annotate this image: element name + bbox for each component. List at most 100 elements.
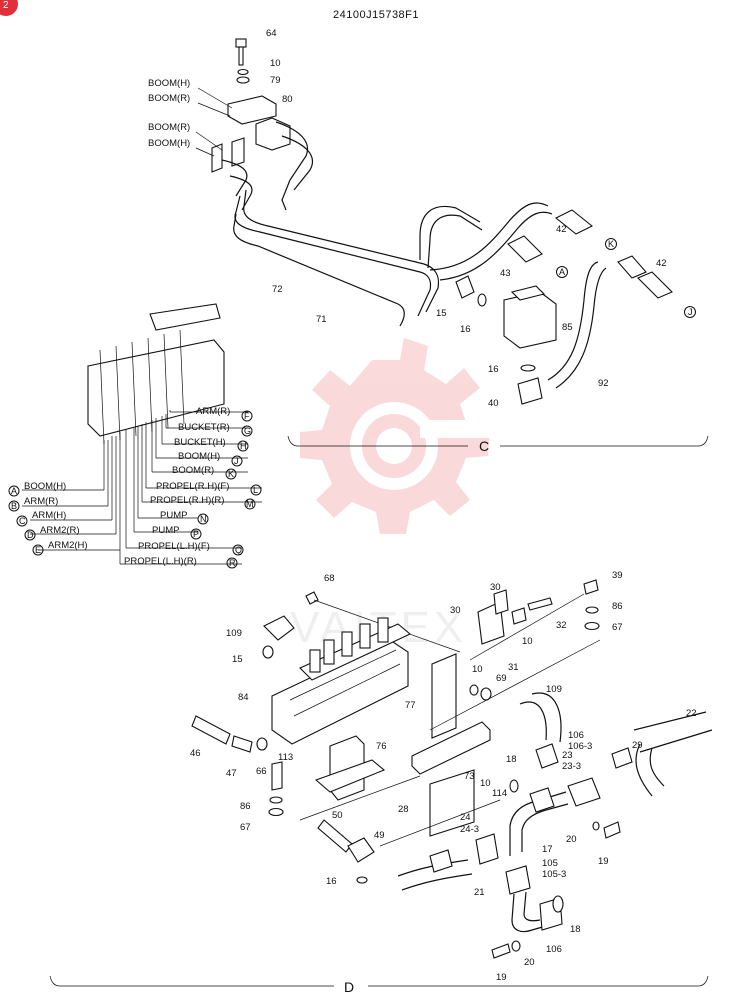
part-label: 71 (316, 314, 327, 325)
part-label: 18 (570, 924, 581, 935)
part-label: 86 (612, 601, 623, 612)
fitting-43 (507, 235, 543, 263)
part-label: 19 (598, 856, 609, 867)
part-label: 67 (240, 822, 251, 833)
port-letter: N (200, 514, 207, 524)
part-label: 92 (598, 378, 609, 389)
part-label: 17 (542, 844, 553, 855)
hose-label: BOOM(H) (148, 138, 190, 149)
part-label: 49 (374, 830, 385, 841)
part-label: 16 (488, 364, 499, 375)
part-label: 30 (450, 605, 461, 616)
part-label: 23 (562, 750, 573, 761)
part-label: 105-3 (542, 869, 566, 880)
part-label: 109 (226, 628, 242, 639)
port-label: BOOM(H) (178, 451, 220, 462)
port-marker-k: K (608, 239, 614, 249)
part-label: 67 (612, 622, 623, 633)
part-label: 10 (270, 58, 281, 69)
part-label: 42 (556, 224, 567, 235)
port-letter: A (11, 486, 17, 496)
section-label-d: D (344, 979, 354, 995)
part-label: 10 (472, 664, 483, 675)
corner-badge: 2 (0, 0, 18, 16)
port-letter: P (193, 529, 199, 539)
part-label: 80 (282, 94, 293, 105)
part-label: 69 (496, 673, 507, 684)
hose-label: BOOM(R) (148, 122, 190, 133)
port-labels-left: A BOOM(H) B ARM(R) C ARM(H) D ARM2(R) E … (8, 481, 88, 556)
port-label: ARM(R) (24, 496, 58, 507)
part-labels-section-c: 64 10 79 80 42 43 15 16 85 42 72 71 16 4… (266, 28, 667, 409)
port-marker-j: J (688, 307, 693, 317)
valve-body-84 (271, 617, 412, 745)
part-label: 72 (272, 284, 283, 295)
port-letter: Q (235, 545, 242, 555)
part-label: 77 (405, 700, 416, 711)
part-label: 15 (436, 308, 447, 319)
part-label: 79 (270, 75, 281, 86)
port-letter: G (244, 426, 251, 436)
part-label: 105 (542, 858, 558, 869)
part-label: 28 (398, 804, 409, 815)
port-letter: F (244, 411, 250, 421)
port-letter: J (234, 456, 239, 466)
port-label: PROPEL(L.H)(R) (124, 556, 197, 567)
port-label: BUCKET(R) (178, 422, 230, 433)
part-label: 66 (256, 766, 267, 777)
hose-labels-section-c: BOOM(H) BOOM(R) BOOM(R) BOOM(H) (148, 78, 233, 157)
part-label: 68 (324, 573, 335, 584)
part-label: 114 (492, 788, 507, 799)
part-label: 106-3 (568, 741, 592, 752)
part-label: 106 (546, 944, 562, 955)
drawing-number: 24100J15738F1 (333, 9, 419, 21)
port-labels-right: ARM(R) F BUCKET(R) G BUCKET(H) H BOOM(H)… (124, 406, 262, 569)
part-label: 46 (190, 748, 201, 759)
part-label: 19 (496, 972, 507, 983)
part-label: 73 (464, 771, 475, 782)
part-labels-section-d: 68 39 30 86 109 30 32 67 15 10 31 10 69 … (190, 570, 697, 983)
port-letter: E (35, 545, 41, 555)
part-label: 24 (460, 812, 471, 823)
section-label-c: C (479, 438, 489, 454)
hose-label: BOOM(R) (148, 93, 190, 104)
port-label: ARM(H) (32, 510, 66, 521)
part-label: 64 (266, 28, 277, 39)
part-label: 31 (508, 662, 519, 673)
port-label: PUMP (160, 510, 187, 521)
part-label: 43 (500, 268, 511, 279)
port-label: PROPEL(R.H)(R) (150, 495, 224, 506)
bolt-64 (235, 38, 247, 66)
port-letter: H (240, 441, 247, 451)
corner-badge-text: 2 (3, 0, 9, 11)
part-label: 15 (232, 654, 243, 665)
part-label: 109 (546, 684, 562, 695)
port-letter: D (27, 530, 34, 540)
port-label: ARM(R) (196, 406, 230, 417)
port-label: BOOM(R) (172, 465, 214, 476)
port-letter: L (253, 485, 258, 495)
part-label: 22 (686, 708, 697, 719)
port-letter: R (229, 558, 236, 568)
part-label: 20 (524, 957, 535, 968)
part-label: 47 (226, 768, 237, 779)
part-label: 76 (376, 741, 387, 752)
valve-85 (503, 285, 557, 349)
part-label: 42 (656, 258, 667, 269)
port-label: BUCKET(H) (174, 437, 226, 448)
part-label: 10 (522, 636, 533, 647)
hose-label: BOOM(H) (148, 78, 190, 89)
part-label: 16 (460, 324, 471, 335)
part-label: 18 (506, 754, 517, 765)
part-label: 40 (488, 398, 499, 409)
section-d-diagram (49, 579, 713, 987)
port-label: PUMP (152, 525, 179, 536)
port-label: BOOM(H) (24, 481, 66, 492)
port-letter: C (19, 516, 26, 526)
section-c-diagram (211, 38, 709, 447)
part-label: 39 (612, 570, 623, 581)
part-label: 16 (326, 876, 337, 887)
fitting-42 (554, 209, 594, 235)
part-label: 10 (480, 778, 491, 789)
